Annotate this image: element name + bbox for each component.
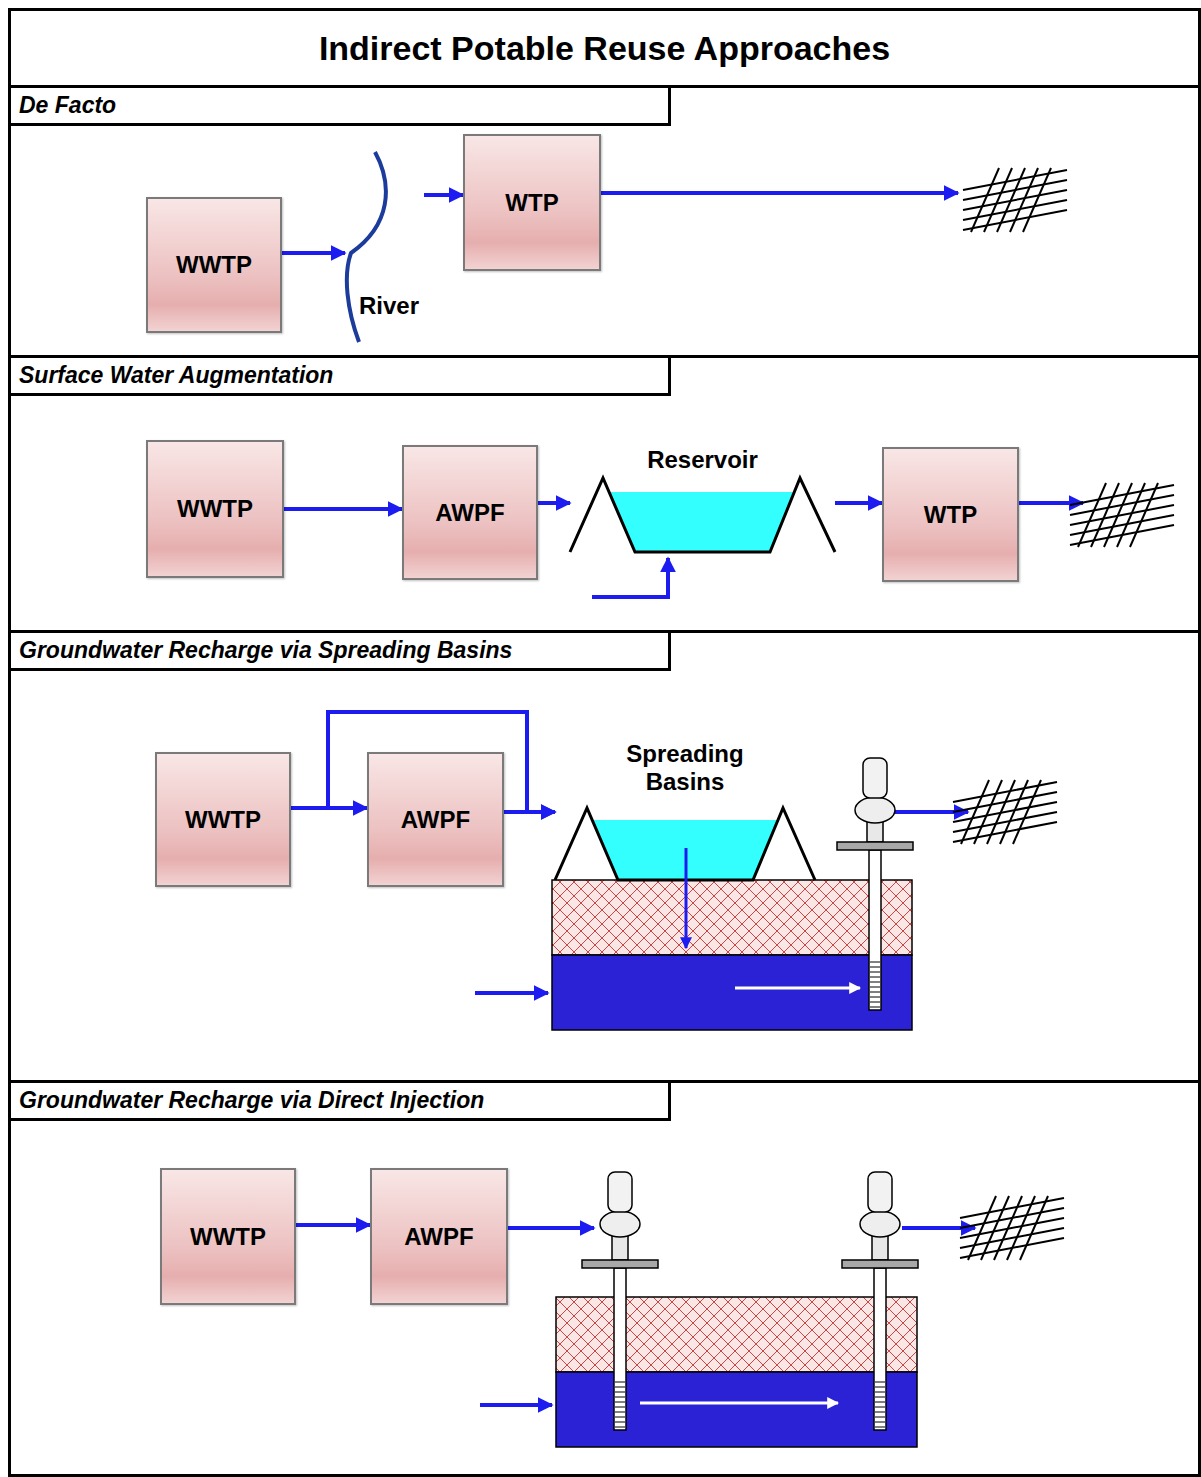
flow-arrow	[508, 1226, 594, 1230]
spreading-basin: Spreading Basins	[555, 740, 815, 882]
approach-panel: Surface Water AugmentationWWTP AWPF Reserv…	[8, 355, 1201, 633]
panel-heading: De Facto	[11, 88, 671, 126]
connectors	[282, 195, 882, 1225]
approach-panel: De FactoWWTP River WTP	[8, 85, 1201, 358]
reservoir: Reservoir	[570, 440, 835, 555]
process-box: WWTP	[146, 440, 284, 578]
box-label: WTP	[505, 189, 558, 217]
reservoir-label: Reservoir	[570, 446, 835, 474]
river: River	[345, 150, 424, 345]
flow-connector	[284, 507, 402, 511]
process-box: WWTP	[146, 197, 282, 333]
panel-heading: Groundwater Recharge via Direct Injectio…	[11, 1083, 671, 1121]
process-box: WTP	[882, 447, 1019, 582]
approach-panel: Groundwater Recharge via Direct Injectio…	[8, 1080, 1201, 1477]
approach-panel: Groundwater Recharge via Spreading Basin…	[8, 630, 1201, 1083]
flow-arrow	[475, 991, 548, 995]
box-label: AWPF	[401, 806, 470, 834]
distribution-grid	[1070, 483, 1174, 547]
process-box: AWPF	[370, 1168, 508, 1305]
groundwater-flow	[735, 987, 860, 990]
well	[582, 1172, 658, 1430]
process-box: WWTP	[155, 752, 291, 887]
vadose-zone	[556, 1297, 917, 1372]
flow-arrow	[592, 558, 668, 597]
box-label: WWTP	[185, 806, 261, 834]
flow-arrow	[480, 1403, 552, 1407]
process-box: WTP	[463, 134, 601, 271]
flow-arrow	[601, 191, 958, 195]
title-text: Indirect Potable Reuse Approaches	[319, 29, 890, 68]
box-label: WWTP	[190, 1223, 266, 1251]
box-label: WWTP	[176, 251, 252, 279]
box-label: AWPF	[404, 1223, 473, 1251]
flow-connector	[296, 1223, 370, 1227]
vadose-zone	[552, 880, 912, 955]
distribution-grid	[960, 1196, 1064, 1260]
box-label: WTP	[924, 501, 977, 529]
panel-heading: Surface Water Augmentation	[11, 358, 671, 396]
ground-layers	[552, 880, 917, 1447]
distribution-grids	[953, 168, 1174, 1260]
well	[837, 758, 913, 1010]
panel-heading: Groundwater Recharge via Spreading Basin…	[11, 633, 671, 671]
process-box: AWPF	[367, 752, 504, 887]
basin-label: Spreading Basins	[610, 740, 760, 796]
distribution-grid	[963, 168, 1067, 232]
diagram-title: Indirect Potable Reuse Approaches	[8, 8, 1201, 88]
flow-connector	[538, 501, 570, 505]
process-box: WWTP	[160, 1168, 296, 1305]
flow-connector	[424, 193, 463, 197]
process-box: AWPF	[402, 445, 538, 580]
river-label: River	[359, 292, 419, 320]
box-label: WWTP	[177, 495, 253, 523]
groundwater-flow	[640, 1402, 838, 1405]
aquifer	[552, 955, 912, 1030]
distribution-grid	[953, 780, 1057, 844]
well	[842, 1172, 918, 1430]
flow-connector	[504, 810, 555, 814]
box-label: AWPF	[435, 499, 504, 527]
aquifer	[556, 1372, 917, 1447]
flow-connector	[282, 251, 345, 255]
flow-connector	[835, 501, 882, 505]
